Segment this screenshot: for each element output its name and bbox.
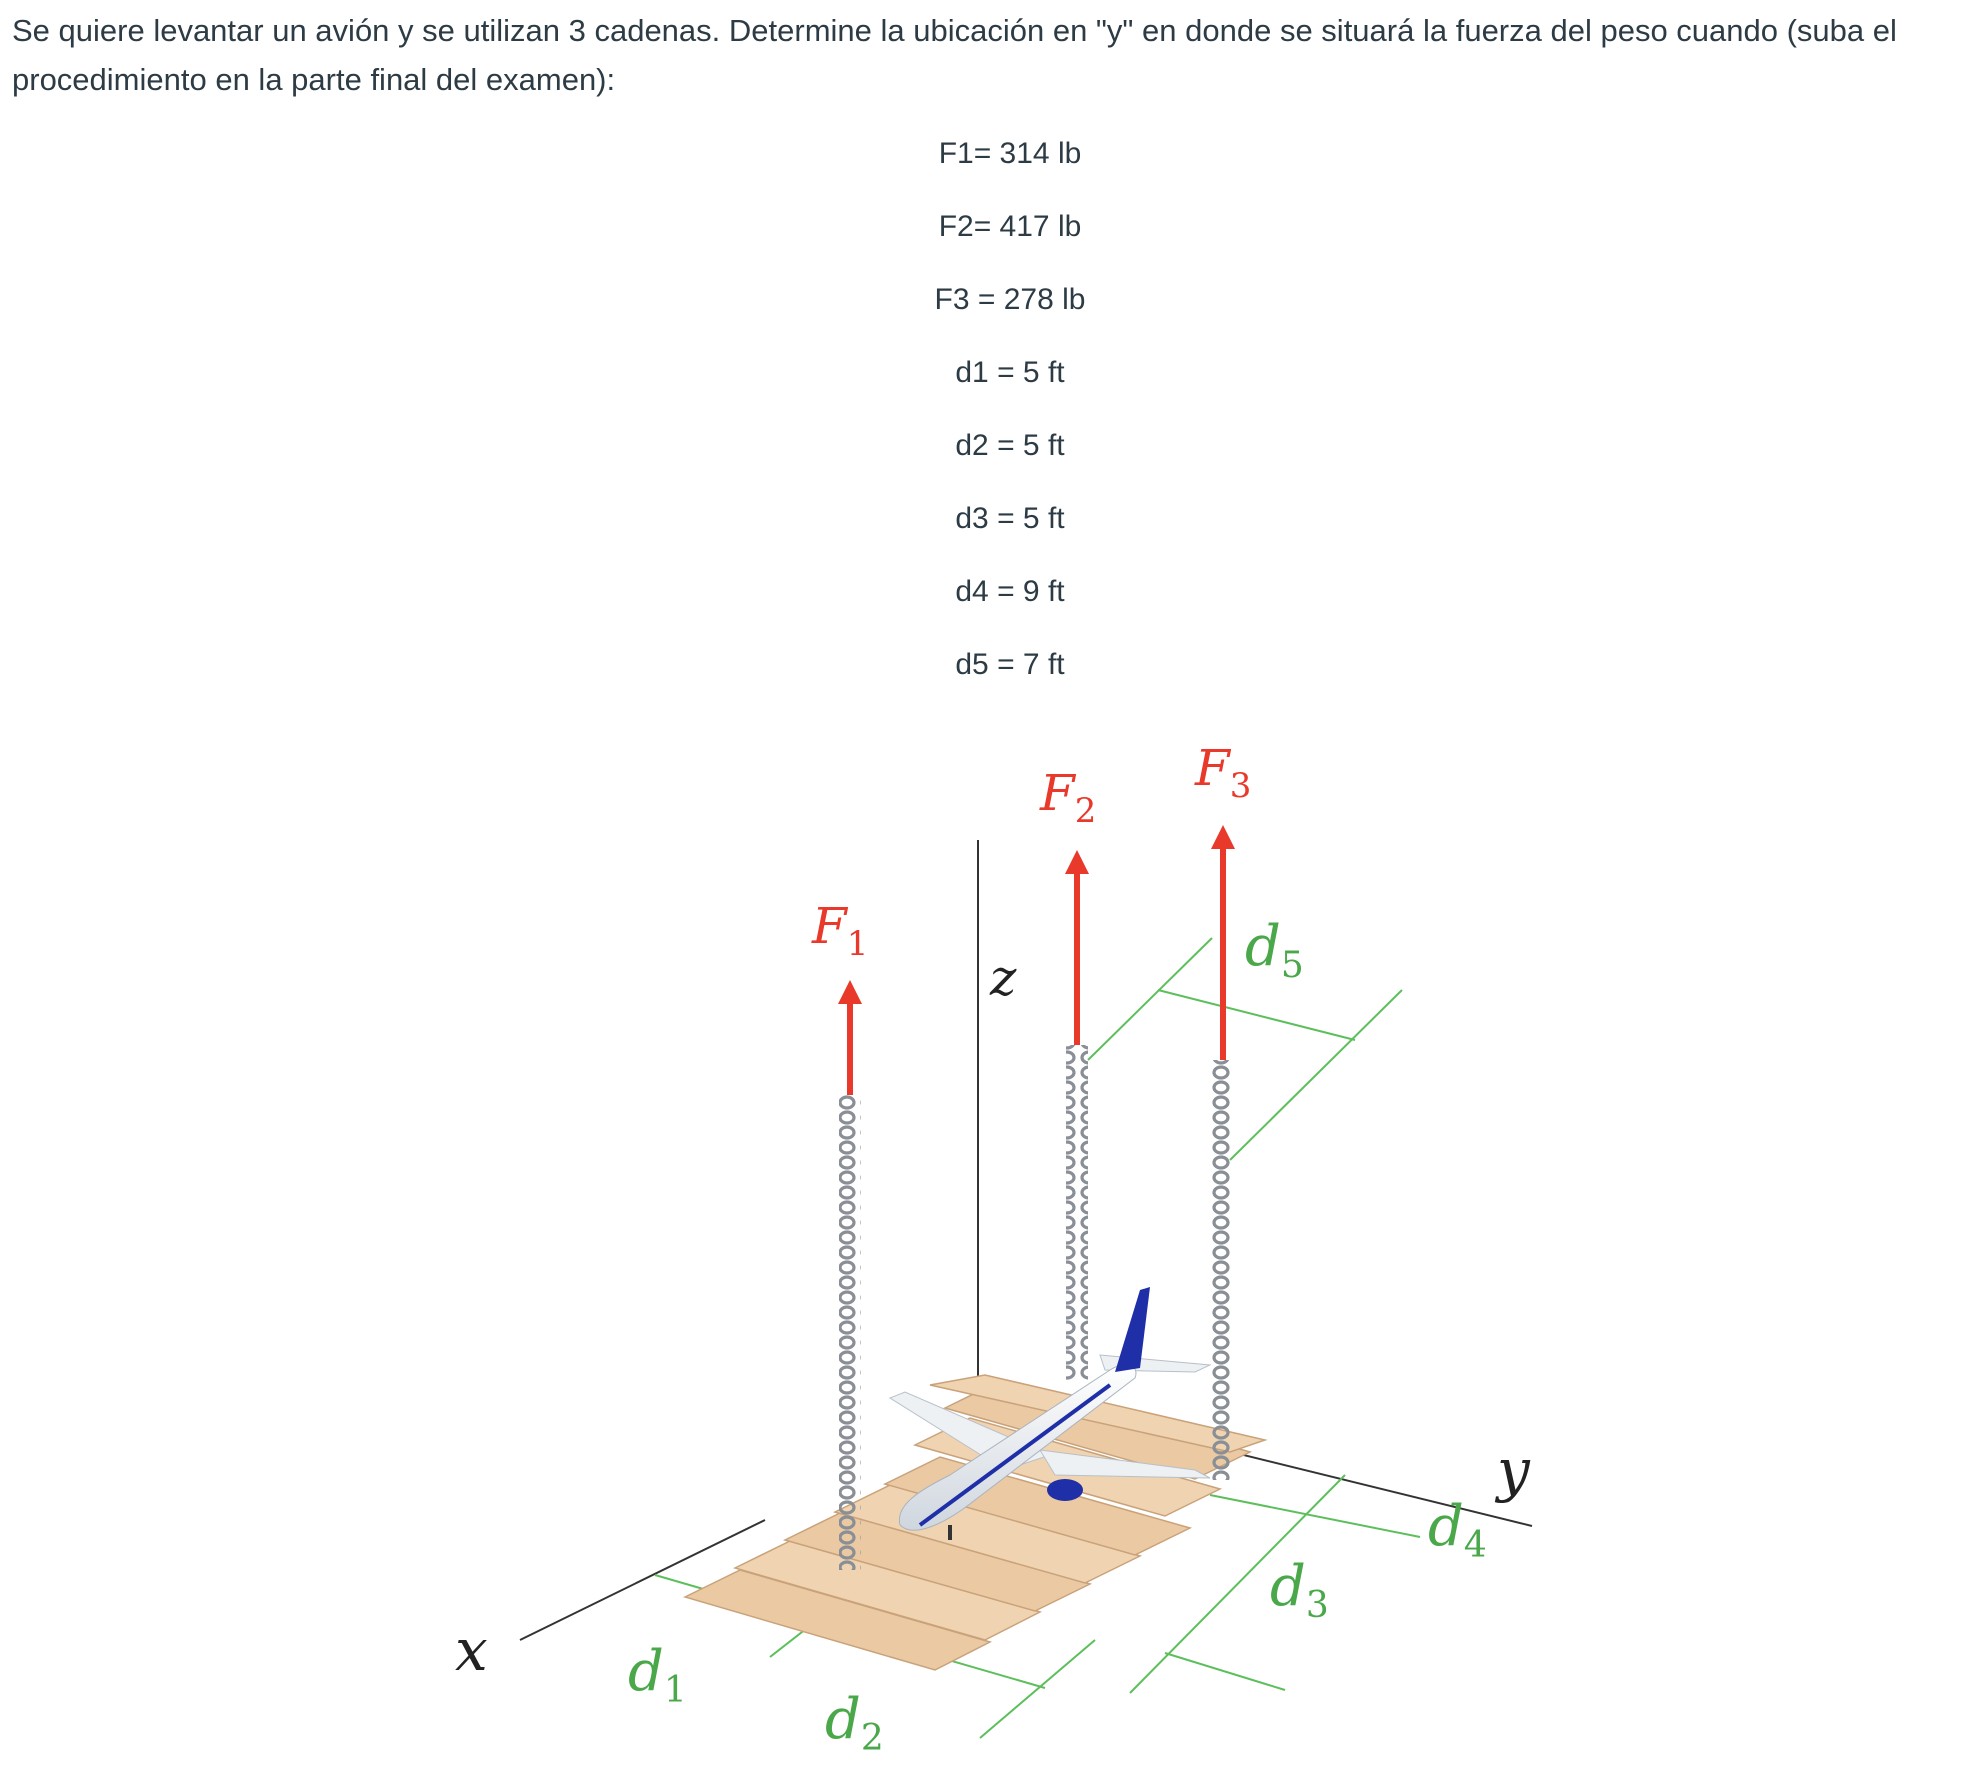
x-axis	[519, 1519, 766, 1641]
d5-line-a	[1087, 937, 1213, 1061]
pallet	[682, 1374, 1268, 1671]
f1-label: F1	[811, 897, 868, 964]
force-arrows	[838, 825, 1235, 1095]
d5-line-b	[1157, 989, 1356, 1041]
given-d2: d2 = 5 ft	[955, 429, 1065, 462]
given-d5: d5 = 7 ft	[955, 648, 1065, 681]
engine	[1047, 1479, 1083, 1501]
pallet-plank	[929, 1374, 1268, 1453]
d3-label: d3	[1270, 1554, 1329, 1626]
y-axis-label: y	[1494, 1436, 1531, 1504]
given-f3: F3 = 278 lb	[934, 283, 1086, 316]
d2-span	[979, 1639, 1096, 1739]
pallet-plank	[732, 1540, 1043, 1641]
chain-1	[839, 1095, 861, 1570]
pallet-plank	[682, 1569, 993, 1671]
tail-fin	[1115, 1287, 1150, 1372]
right-wing	[1039, 1449, 1211, 1479]
f3-label: F3	[1194, 739, 1251, 806]
d4-label: d4	[1428, 1494, 1487, 1566]
f2-arrowhead	[1065, 850, 1089, 874]
given-d1: d1 = 5 ft	[955, 356, 1065, 389]
f2-label: F2	[1039, 764, 1096, 831]
d1-label: d1	[628, 1639, 687, 1711]
airplane	[888, 1287, 1212, 1540]
figure-labels: z y x F1 F2 F3 d1 d2 d3 d4 d5	[455, 739, 1531, 1759]
x-axis-label: x	[455, 1616, 488, 1684]
pallet-plank	[782, 1512, 1093, 1612]
airplane-lift-figure: z y x F1 F2 F3 d1 d2 d3 d4 d5	[455, 739, 1533, 1759]
d2-label: d2	[825, 1687, 884, 1759]
given-d3: d3 = 5 ft	[955, 502, 1065, 535]
d3-line-a	[1209, 1494, 1421, 1538]
chain-3	[1212, 1060, 1234, 1480]
given-f1: F1= 314 lb	[938, 137, 1082, 170]
given-d4: d4 = 9 ft	[955, 575, 1065, 608]
given-f2: F2= 417 lb	[938, 210, 1082, 243]
chain-2	[1066, 1045, 1088, 1380]
chains	[839, 1045, 1234, 1570]
d5-label: d5	[1245, 914, 1304, 986]
d5-line-c	[1229, 989, 1403, 1161]
d3-line-b	[1129, 1474, 1346, 1694]
f1-arrowhead	[838, 980, 862, 1004]
z-axis-label: z	[989, 949, 1017, 1007]
question-text: Se quiere levantar un avión y se utiliza…	[12, 13, 1897, 97]
fuselage-stripe	[918, 1383, 1112, 1527]
f3-arrowhead	[1211, 825, 1235, 849]
d3-line-c	[1164, 1652, 1286, 1691]
